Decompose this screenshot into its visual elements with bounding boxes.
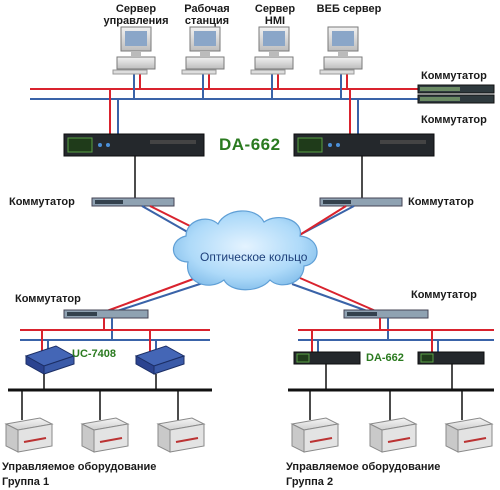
- uc7408-label: UC-7408: [72, 348, 117, 360]
- lower-switches: [63, 309, 429, 319]
- workstation-label-web-server: ВЕБ сервер: [316, 3, 382, 15]
- group1-caption-line2: Группа 1: [2, 476, 50, 488]
- workstation-label-workstation: Рабочая станция: [176, 3, 238, 27]
- optical-ring-label: Оптическое кольцо: [200, 250, 308, 264]
- workstation-label-control-server: Сервер управления: [98, 3, 174, 27]
- uc7408-units: [24, 345, 186, 375]
- top-switches: [417, 84, 495, 104]
- group1-bus: [8, 374, 212, 420]
- workstation-label-line1: Рабочая: [184, 3, 230, 15]
- group2-caption-line1: Управляемое оборудование: [286, 461, 441, 473]
- group1-caption: Управляемое оборудование Группа 1: [2, 461, 156, 488]
- group2-bus: [288, 364, 494, 420]
- group1-lan-lines: [20, 318, 210, 352]
- switch-label-top-1: Коммутатор: [421, 70, 487, 82]
- group2-caption-line2: Группа 2: [286, 476, 334, 488]
- workstation-label-line2: управления: [103, 15, 169, 27]
- workstation-label-line1: Сервер: [254, 3, 296, 15]
- workstation-icons: [112, 26, 363, 75]
- da662-group2-label: DA-662: [366, 352, 404, 364]
- group2-lan-lines: [298, 318, 494, 352]
- optical-ring-cloud: [172, 210, 318, 291]
- workstation-label-line1: ВЕБ сервер: [316, 3, 382, 15]
- switch-label-mid-right: Коммутатор: [408, 196, 474, 208]
- workstation-label-line2: HMI: [264, 15, 286, 27]
- top-lan-lines: [30, 70, 418, 136]
- switch-label-top-2: Коммутатор: [421, 114, 487, 126]
- equipment-boxes-group1: [4, 417, 206, 453]
- workstation-label-hmi-server: Сервер HMI: [250, 3, 300, 27]
- da662-units: [63, 133, 435, 157]
- switch-label-group1: Коммутатор: [15, 293, 81, 305]
- middle-switches: [91, 197, 403, 207]
- da662-main-label: DA-662: [219, 135, 281, 154]
- group2-caption: Управляемое оборудование Группа 2: [286, 461, 440, 488]
- workstation-label-line1: Сервер: [115, 3, 157, 15]
- group1-caption-line1: Управляемое оборудование: [2, 461, 157, 473]
- switch-label-group2: Коммутатор: [411, 289, 477, 301]
- equipment-boxes-group2: [290, 417, 494, 453]
- da662-small-units: [293, 351, 485, 365]
- da662-to-switch-links: [134, 156, 363, 198]
- switch-label-mid-left: Коммутатор: [9, 196, 75, 208]
- workstation-label-line2: станция: [184, 15, 230, 27]
